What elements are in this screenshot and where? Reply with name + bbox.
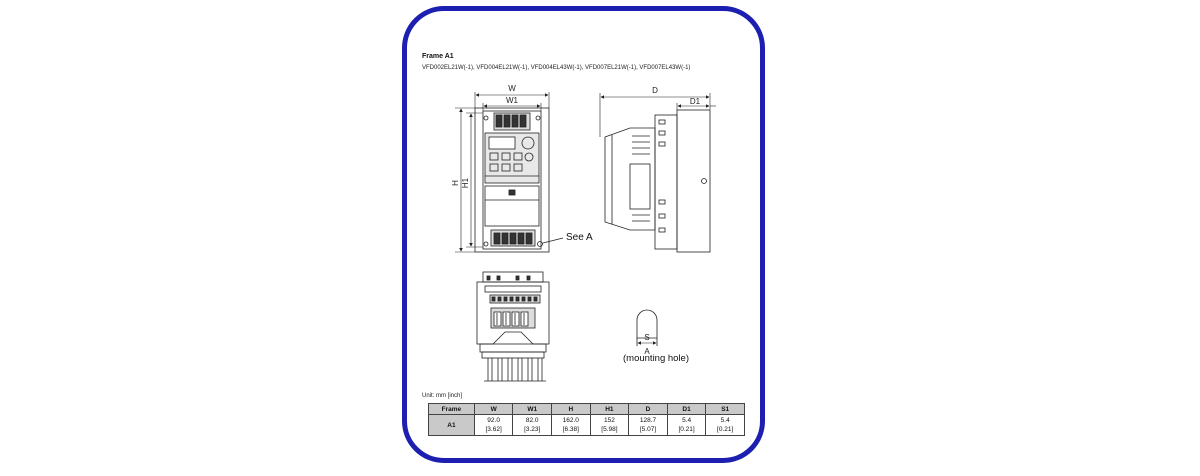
value-cell: 92.0[3.62] <box>473 414 514 436</box>
s-label: S <box>644 333 649 342</box>
header-h: H <box>551 403 591 415</box>
d-label: D <box>652 86 658 95</box>
header-s1: S1 <box>705 403 745 415</box>
value-cell: 5.4[0.21] <box>705 414 745 436</box>
h-label: H <box>451 180 460 186</box>
bottom-view <box>476 271 550 382</box>
unit-label: Unit: mm [inch] <box>422 393 463 399</box>
side-dimensions <box>599 93 716 137</box>
value-cell: 82.0[3.23] <box>512 414 552 436</box>
w-label: W <box>508 84 516 93</box>
value-cell: 5.4[0.21] <box>666 414 707 436</box>
header-d: D <box>628 403 668 415</box>
a-label: A <box>644 347 650 356</box>
front-dimensions <box>455 92 550 253</box>
d1-label: D1 <box>690 97 701 106</box>
see-a-callout: See A <box>566 232 593 243</box>
frame-cell: A1 <box>428 414 475 436</box>
model-list: VFD002EL21W(-1), VFD004EL21W(-1), VFD004… <box>422 65 691 71</box>
header-h1: H1 <box>589 403 630 415</box>
header-w1: W1 <box>512 403 552 415</box>
side-view <box>604 109 711 253</box>
mounting-hole-label: (mounting hole) <box>623 353 690 364</box>
header-w: W <box>473 403 514 415</box>
table-header-row: Frame W W1 H H1 D D1 S1 <box>428 403 745 415</box>
value-cell: 128.7[5.07] <box>628 414 668 436</box>
front-view <box>474 107 564 253</box>
mounting-hole-detail <box>636 309 658 346</box>
value-cell: 152[5.98] <box>589 414 630 436</box>
frame-title: Frame A1 <box>422 53 454 60</box>
dimensions-table: Frame W W1 H H1 D D1 S1 A1 92.0[3.62] 82… <box>428 403 745 436</box>
table-row: A1 92.0[3.62] 82.0[3.23] 162.0[6.38] 152… <box>428 414 745 436</box>
value-cell: 162.0[6.38] <box>551 414 591 436</box>
header-frame: Frame <box>428 403 475 415</box>
w1-label: W1 <box>506 96 519 105</box>
h1-label: H1 <box>461 177 470 188</box>
header-d1: D1 <box>666 403 707 415</box>
